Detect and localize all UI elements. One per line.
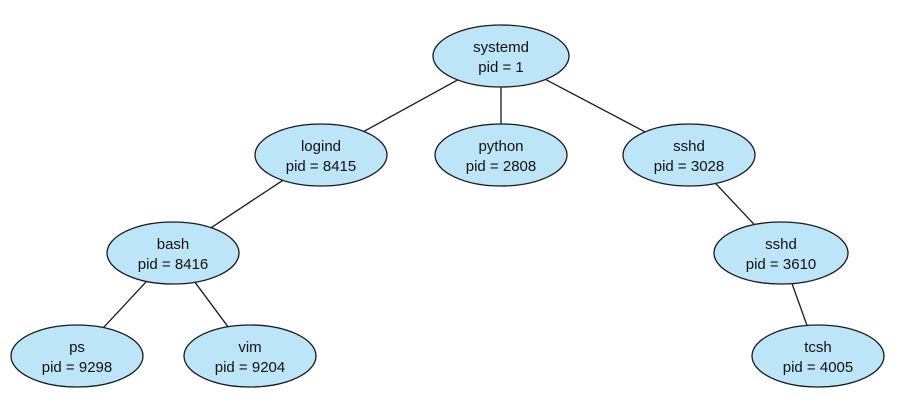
edge-systemd-to-logind [363, 79, 458, 132]
node-ellipse [183, 324, 317, 388]
process-pid: pid = 3028 [654, 158, 724, 175]
process-name: sshd [765, 236, 797, 253]
process-name: ps [69, 339, 85, 356]
process-node-ps: ps pid = 9298 [10, 324, 144, 388]
process-node-tcsh: tcsh pid = 4005 [751, 324, 885, 388]
process-name: vim [238, 339, 261, 356]
tree-nodes: systemd pid = 1 logind pid = 8415 python pid … [10, 24, 885, 388]
node-ellipse [713, 221, 849, 285]
edge-bash-to-ps [103, 280, 147, 329]
process-pid: pid = 2808 [466, 158, 536, 175]
node-ellipse [434, 123, 568, 187]
process-name: bash [157, 236, 190, 253]
process-pid: pid = 9204 [215, 359, 285, 376]
edge-sshd-3610-to-tcsh [791, 283, 808, 326]
process-pid: pid = 4005 [783, 359, 853, 376]
process-node-sshd-3610: sshd pid = 3610 [713, 221, 849, 285]
process-name: systemd [473, 39, 529, 56]
edge-systemd-to-sshd-3028 [545, 78, 646, 133]
node-ellipse [254, 123, 388, 187]
tree-edges [103, 78, 808, 329]
process-node-bash: bash pid = 8416 [106, 221, 240, 285]
node-ellipse [622, 123, 756, 187]
process-name: tcsh [804, 339, 832, 356]
edge-logind-to-bash [210, 179, 284, 229]
process-pid: pid = 8416 [138, 256, 208, 273]
edge-bash-to-vim [194, 281, 229, 328]
node-ellipse [432, 24, 570, 88]
process-name: logind [301, 138, 341, 155]
process-pid: pid = 9298 [42, 359, 112, 376]
node-ellipse [10, 324, 144, 388]
process-pid: pid = 3610 [746, 256, 816, 273]
process-node-sshd-3028: sshd pid = 3028 [622, 123, 756, 187]
process-node-logind: logind pid = 8415 [254, 123, 388, 187]
process-pid: pid = 8415 [286, 158, 356, 175]
process-node-python: python pid = 2808 [434, 123, 568, 187]
edge-sshd-3028-to-sshd-3610 [715, 182, 755, 226]
process-node-vim: vim pid = 9204 [183, 324, 317, 388]
node-ellipse [751, 324, 885, 388]
node-ellipse [106, 221, 240, 285]
process-node-systemd: systemd pid = 1 [432, 24, 570, 88]
process-name: sshd [673, 138, 705, 155]
process-pid: pid = 1 [478, 59, 523, 76]
process-name: python [478, 138, 523, 155]
